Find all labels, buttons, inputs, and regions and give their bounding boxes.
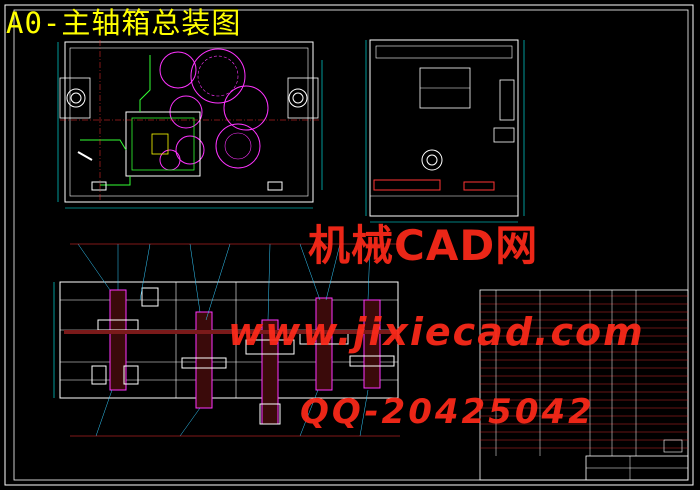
gear-large <box>190 48 246 104</box>
front-view <box>57 40 323 209</box>
watermark-url: www.jixiecad.com <box>228 310 645 354</box>
section-view <box>53 243 400 437</box>
outer-frame <box>4 4 694 486</box>
watermark-site-name: 机械CAD网 <box>308 221 539 270</box>
drawing-title: A0-主轴箱总装图 <box>6 6 242 40</box>
side-view <box>365 39 525 223</box>
watermark-qq: QQ-20425042 <box>300 392 595 432</box>
title-block-table <box>479 289 689 481</box>
inner-frame <box>13 9 689 481</box>
